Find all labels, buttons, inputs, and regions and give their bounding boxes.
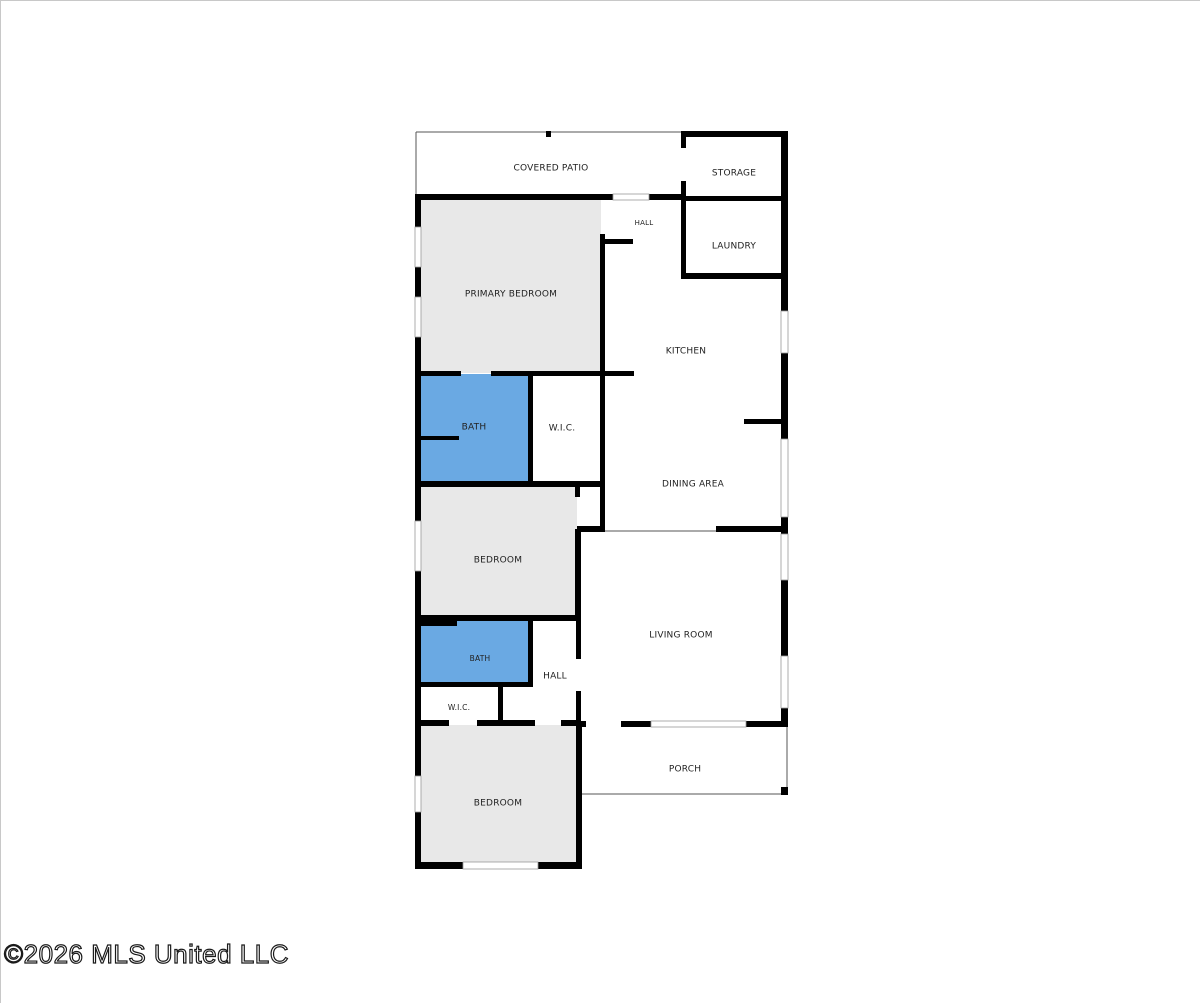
room-label-bedroom-2: BEDROOM xyxy=(474,556,522,566)
windows xyxy=(414,193,789,870)
room-label-bath-2: BATH xyxy=(470,654,491,663)
bedroom-2-fill xyxy=(420,485,577,617)
room-label-porch: PORCH xyxy=(669,765,701,775)
room-label-primary-bedroom: PRIMARY BEDROOM xyxy=(465,290,557,300)
room-label-bath-primary: BATH xyxy=(462,423,487,433)
copyright-watermark: ©2026 MLS United LLC xyxy=(3,938,289,969)
primary-bedroom-fill xyxy=(420,199,601,373)
room-label-living-room: LIVING ROOM xyxy=(649,631,712,641)
room-label-laundry: LAUNDRY xyxy=(712,242,757,252)
room-label-wic-2: W.I.C. xyxy=(448,703,470,712)
room-label-bedroom-3: BEDROOM xyxy=(474,799,522,809)
bedroom-3-fill xyxy=(420,725,577,863)
bath-primary-fill xyxy=(420,374,530,482)
bath-2-fill xyxy=(420,620,530,684)
room-label-hall-top: HALL xyxy=(635,219,654,227)
room-label-dining-area: DINING AREA xyxy=(662,480,725,490)
room-label-wic-primary: W.I.C. xyxy=(549,424,576,434)
room-label-hall-bottom: HALL xyxy=(543,672,567,682)
room-label-kitchen: KITCHEN xyxy=(666,347,706,357)
room-label-covered-patio: COVERED PATIO xyxy=(514,164,589,174)
room-label-storage: STORAGE xyxy=(712,169,756,179)
